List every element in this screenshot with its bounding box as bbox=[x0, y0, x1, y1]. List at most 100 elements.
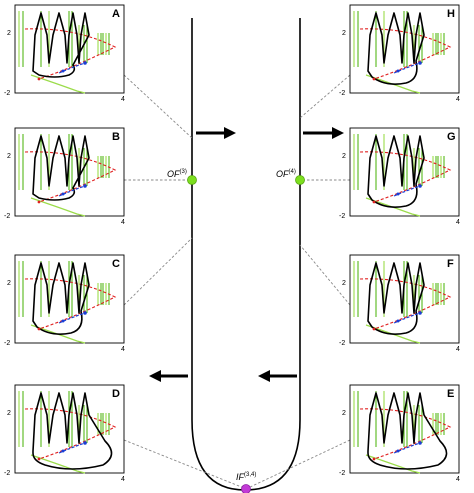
tick-right: 4 bbox=[456, 476, 460, 483]
blue-point bbox=[418, 61, 422, 65]
blue-point bbox=[418, 441, 422, 445]
of4-label: OF(4) bbox=[276, 169, 296, 179]
arrow-right-left-branch bbox=[196, 127, 236, 139]
bifurcation-curve bbox=[191, 18, 301, 491]
tick-bottom: -2 bbox=[4, 213, 10, 220]
tick-right: 4 bbox=[456, 96, 460, 103]
tick-bottom: -2 bbox=[339, 340, 345, 347]
red-branch bbox=[24, 408, 117, 460]
if34-label: IF(3,4) bbox=[236, 472, 256, 482]
panel-C: C2-24 bbox=[4, 254, 125, 353]
tick-bottom: -2 bbox=[339, 213, 345, 220]
green-curve bbox=[30, 454, 86, 474]
red-point bbox=[372, 77, 376, 81]
blue-point bbox=[396, 449, 400, 453]
red-branch bbox=[24, 278, 117, 330]
connector-D bbox=[123, 439, 245, 489]
red-branch bbox=[359, 278, 452, 330]
red-branch bbox=[359, 408, 452, 460]
panel-letter: H bbox=[447, 8, 455, 20]
blue-branch bbox=[393, 312, 421, 324]
arrow-left-right-branch bbox=[258, 370, 297, 382]
blue-branch bbox=[393, 185, 421, 197]
panel-F: F 2 -2 4 bbox=[339, 254, 460, 353]
blue-point bbox=[396, 69, 400, 73]
panel-A: A2-24 bbox=[4, 4, 125, 103]
blue-point bbox=[83, 441, 87, 445]
connector-H bbox=[299, 74, 351, 119]
panel-letter: F bbox=[447, 258, 454, 270]
panel-letter: D bbox=[112, 388, 120, 400]
limit-cycle-orbit bbox=[367, 135, 425, 208]
arrow-right-right-branch bbox=[303, 127, 344, 139]
tick-top: 2 bbox=[7, 410, 11, 417]
blue-point bbox=[61, 192, 65, 196]
panel-D: D 2 -2 4 bbox=[4, 384, 125, 483]
blue-point bbox=[61, 319, 65, 323]
panel-H: H 2 -2 4 bbox=[339, 4, 460, 103]
tick-right: 4 bbox=[121, 476, 125, 483]
tick-right: 4 bbox=[456, 219, 460, 226]
tick-bottom: -2 bbox=[339, 90, 345, 97]
red-point bbox=[372, 200, 376, 204]
green-lines bbox=[18, 391, 110, 447]
blue-branch bbox=[393, 62, 421, 74]
of3-label: OF(3) bbox=[167, 169, 187, 179]
of4-node bbox=[295, 175, 305, 185]
blue-point bbox=[418, 311, 422, 315]
tick-bottom: -2 bbox=[339, 470, 345, 477]
panel-letter: E bbox=[447, 388, 454, 400]
green-lines bbox=[18, 261, 110, 317]
red-branch bbox=[24, 28, 117, 80]
panel-B: B 2 -2 4 bbox=[4, 127, 125, 226]
limit-cycle-orbit bbox=[32, 262, 90, 335]
blue-point bbox=[418, 184, 422, 188]
red-point bbox=[37, 327, 41, 331]
limit-cycle-orbit bbox=[367, 392, 448, 470]
tick-bottom: -2 bbox=[4, 340, 10, 347]
tick-top: 2 bbox=[342, 280, 346, 287]
red-branch bbox=[359, 151, 452, 203]
blue-branch bbox=[58, 312, 86, 324]
panel-letter: B bbox=[112, 131, 120, 143]
blue-point bbox=[83, 61, 87, 65]
tick-top: 2 bbox=[342, 410, 346, 417]
blue-point bbox=[61, 69, 65, 73]
red-point bbox=[372, 327, 376, 331]
tick-bottom: -2 bbox=[4, 470, 10, 477]
arrow-left-left-branch bbox=[149, 370, 188, 382]
limit-cycle-orbit bbox=[367, 12, 425, 85]
connector-C bbox=[123, 237, 193, 306]
limit-cycle-orbit bbox=[32, 392, 113, 470]
red-branch bbox=[359, 28, 452, 80]
connector-F bbox=[299, 244, 351, 306]
tick-right: 4 bbox=[121, 96, 125, 103]
panel-letter: C bbox=[112, 258, 120, 270]
tick-top: 2 bbox=[7, 153, 11, 160]
blue-branch bbox=[393, 442, 421, 454]
if34-node bbox=[241, 484, 251, 493]
of3-node bbox=[187, 175, 197, 185]
tick-bottom: -2 bbox=[4, 90, 10, 97]
tick-top: 2 bbox=[342, 153, 346, 160]
panel-E: E 2 -2 4 bbox=[339, 384, 460, 483]
red-point bbox=[372, 457, 376, 461]
red-point bbox=[37, 77, 41, 81]
blue-point bbox=[83, 311, 87, 315]
blue-point bbox=[61, 449, 65, 453]
tick-right: 4 bbox=[121, 219, 125, 226]
green-curve bbox=[365, 454, 421, 474]
limit-cycle-orbit bbox=[367, 262, 425, 335]
green-lines bbox=[353, 11, 445, 67]
blue-branch bbox=[58, 62, 86, 74]
red-branch bbox=[24, 151, 117, 203]
panel-letter: G bbox=[447, 131, 456, 143]
green-lines bbox=[18, 134, 110, 190]
tick-top: 2 bbox=[342, 30, 346, 37]
tick-right: 4 bbox=[456, 346, 460, 353]
connector-E bbox=[247, 439, 351, 489]
green-curve bbox=[30, 74, 86, 94]
red-point bbox=[37, 457, 41, 461]
